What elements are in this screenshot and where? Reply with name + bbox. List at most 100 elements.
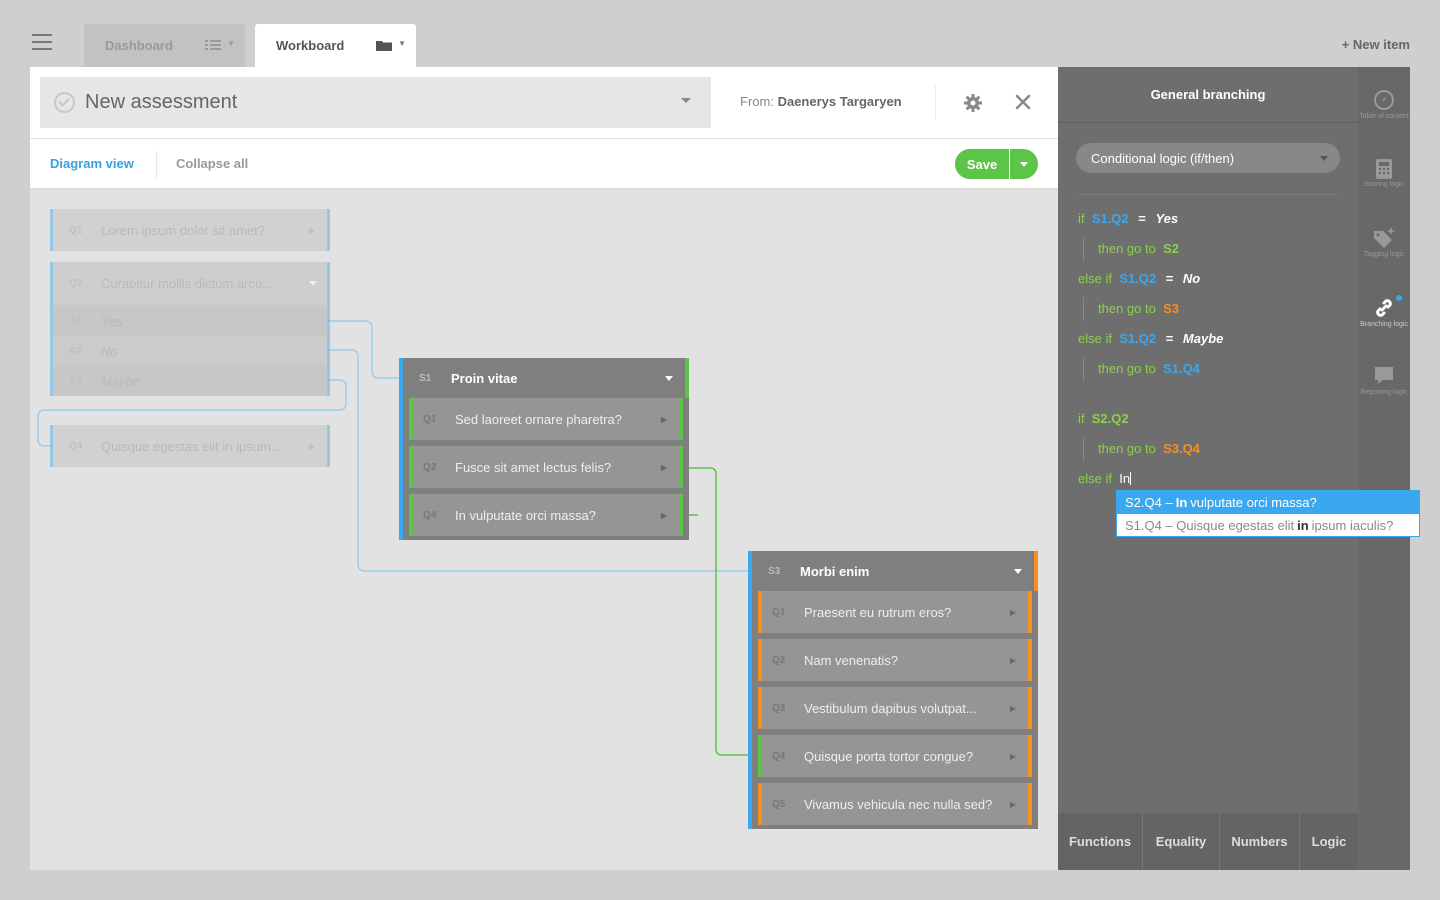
tab-equality[interactable]: Equality: [1143, 813, 1220, 870]
save-options-dropdown[interactable]: [1010, 149, 1038, 179]
rail-scoring-logic[interactable]: Scoring logic: [1358, 159, 1410, 189]
chevron-down-icon[interactable]: ▼: [227, 39, 235, 48]
logic-line[interactable]: if S1.Q2 = Yes: [1078, 211, 1178, 226]
logic-input-line[interactable]: else if In: [1078, 471, 1132, 486]
diagram-view-link[interactable]: Diagram view: [50, 156, 134, 171]
section-header[interactable]: S3 Morbi enim: [752, 551, 1038, 591]
condition-ref[interactable]: S1.Q2: [1119, 331, 1157, 346]
rail-label: Branching logic: [1360, 321, 1408, 328]
question-text: Vestibulum dapibus volutpat...: [804, 700, 977, 716]
logic-line[interactable]: else if S1.Q2 = No: [1078, 271, 1200, 286]
question-number: Q2: [772, 654, 786, 666]
typed-text[interactable]: In: [1119, 471, 1131, 486]
chevron-right-icon: ▶: [1009, 799, 1016, 809]
logic-type-select[interactable]: Conditional logic (if/then): [1076, 143, 1340, 173]
condition-value[interactable]: No: [1182, 271, 1201, 286]
indent-bar: [1083, 357, 1084, 381]
hamburger-menu-icon[interactable]: [32, 34, 52, 50]
section-question[interactable]: Q3 Vestibulum dapibus volutpat... ▶: [758, 687, 1032, 729]
condition-value[interactable]: Yes: [1155, 211, 1179, 226]
indent-bar: [1083, 237, 1084, 261]
target-ref[interactable]: S3.Q4: [1163, 441, 1200, 456]
tab-workboard-label: Workboard: [276, 38, 345, 53]
rail-table-of-content[interactable]: Table of content: [1358, 89, 1410, 121]
from-label: From:: [740, 94, 774, 109]
question-text: Lorem ipsum dolor sit amet?: [101, 222, 266, 238]
section-question[interactable]: Q2 Fusce sit amet lectus felis? ▶: [409, 446, 683, 488]
chevron-right-icon: ▶: [1009, 703, 1016, 713]
question-node-q1[interactable]: Q1 Lorem ipsum dolor sit amet? ▶: [50, 209, 330, 251]
section-question[interactable]: Q4 In vulputate orci massa? ▶: [409, 494, 683, 536]
tab-logic[interactable]: Logic: [1311, 834, 1347, 849]
section-number: S3: [768, 565, 781, 577]
condition-ref[interactable]: S1.Q2: [1119, 271, 1157, 286]
tag-icon: [1374, 228, 1394, 248]
logic-line[interactable]: then go to S1.Q4: [1098, 361, 1200, 376]
gear-icon[interactable]: [963, 93, 983, 113]
new-item-button[interactable]: + New item: [1341, 37, 1410, 52]
assessment-title-select[interactable]: New assessment: [40, 77, 711, 128]
rail-branching-logic[interactable]: Branching logic: [1358, 295, 1410, 329]
section-question[interactable]: Q1 Sed laoreet ornare pharetra? ▶: [409, 398, 683, 440]
question-header[interactable]: Q2 Curabitur mollis dictum arcu...: [53, 262, 327, 304]
diagram-canvas[interactable]: Q1 Lorem ipsum dolor sit amet? ▶ Q2 Cura…: [30, 189, 1058, 870]
condition-ref[interactable]: S2.Q2: [1091, 411, 1129, 426]
tab-functions[interactable]: Functions: [1058, 813, 1143, 870]
autocomplete-dropdown: S2.Q4 – In vulputate orci massa? S1.Q4 –…: [1116, 490, 1420, 537]
logic-line[interactable]: if S2.Q2: [1078, 411, 1129, 426]
collapse-all-link[interactable]: Collapse all: [176, 156, 249, 171]
section-question[interactable]: Q2 Nam venenatis? ▶: [758, 639, 1032, 681]
section-question[interactable]: Q4 Quisque porta tortor congue? ▶: [758, 735, 1032, 777]
target-ref[interactable]: S3: [1163, 301, 1179, 316]
option-prefix: S1.Q4 – Quisque egestas elit: [1125, 518, 1295, 533]
rail-label: Reporting logic: [1360, 389, 1408, 396]
question-text: Fusce sit amet lectus felis?: [455, 459, 612, 475]
answer-text: Yes: [101, 313, 123, 329]
chevron-down-icon[interactable]: ▼: [398, 39, 406, 48]
list-grid-icon: [205, 40, 221, 53]
tab-numbers[interactable]: Numbers: [1220, 813, 1300, 870]
question-number: Q1: [69, 224, 83, 236]
autocomplete-option[interactable]: S1.Q4 – Quisque egestas elit in ipsum ia…: [1117, 514, 1419, 537]
chevron-down-icon[interactable]: [665, 376, 673, 381]
answer-row[interactable]: A1 Yes: [53, 306, 327, 336]
section-node-s3[interactable]: S3 Morbi enim Q1 Praesent eu rutrum eros…: [748, 551, 1038, 829]
target-ref[interactable]: S2: [1163, 241, 1179, 256]
section-question[interactable]: Q5 Vivamus vehicula nec nulla sed? ▶: [758, 783, 1032, 825]
branching-panel: General branching Conditional logic (if/…: [1058, 67, 1358, 870]
chevron-down-icon[interactable]: [309, 280, 317, 286]
condition-value[interactable]: Maybe: [1182, 331, 1224, 346]
section-accent: [1034, 551, 1038, 591]
section-node-s1[interactable]: S1 Proin vitae Q1 Sed laoreet ornare pha…: [399, 358, 689, 540]
close-icon[interactable]: [1013, 92, 1033, 112]
chevron-right-icon: ▶: [1009, 751, 1016, 761]
chevron-right-icon: ▶: [1009, 607, 1016, 617]
check-circle-icon: [54, 92, 75, 113]
rail-reporting-logic[interactable]: Reporting logic: [1358, 365, 1410, 397]
tab-dashboard[interactable]: Dashboard ▼: [84, 24, 245, 67]
logic-line[interactable]: then go to S3: [1098, 301, 1179, 316]
logic-line[interactable]: then go to S3.Q4: [1098, 441, 1200, 456]
target-ref[interactable]: S1.Q4: [1163, 361, 1200, 376]
logic-line[interactable]: then go to S2: [1098, 241, 1179, 256]
section-header[interactable]: S1 Proin vitae: [403, 358, 689, 398]
function-tabs: Functions Equality Numbers Logic: [1058, 813, 1358, 870]
question-text: Quisque porta tortor congue?: [804, 748, 974, 764]
section-title: Morbi enim: [800, 563, 870, 579]
question-node-q2[interactable]: Q2 Curabitur mollis dictum arcu... A1 Ye…: [50, 262, 330, 396]
question-node-q4[interactable]: Q4 Quisque egestas elit in ipsum... ▶: [50, 425, 330, 467]
save-button[interactable]: Save: [955, 149, 1009, 179]
rail-tagging-logic[interactable]: Tagging logic: [1358, 227, 1410, 259]
panel-title: General branching: [1058, 67, 1358, 123]
answer-row[interactable]: A3 Maybe: [53, 366, 327, 396]
autocomplete-option[interactable]: S2.Q4 – In vulputate orci massa?: [1117, 491, 1419, 514]
condition-ref[interactable]: S1.Q2: [1091, 211, 1129, 226]
chevron-down-icon[interactable]: [1014, 569, 1022, 574]
link-icon: [1376, 299, 1392, 317]
chevron-right-icon: ▶: [308, 441, 315, 451]
chevron-right-icon: ▶: [1009, 655, 1016, 665]
section-question[interactable]: Q1 Praesent eu rutrum eros? ▶: [758, 591, 1032, 633]
tab-workboard[interactable]: Workboard ▼: [255, 24, 416, 67]
logic-line[interactable]: else if S1.Q2 = Maybe: [1078, 331, 1223, 346]
answer-row[interactable]: A2 No: [53, 336, 327, 366]
